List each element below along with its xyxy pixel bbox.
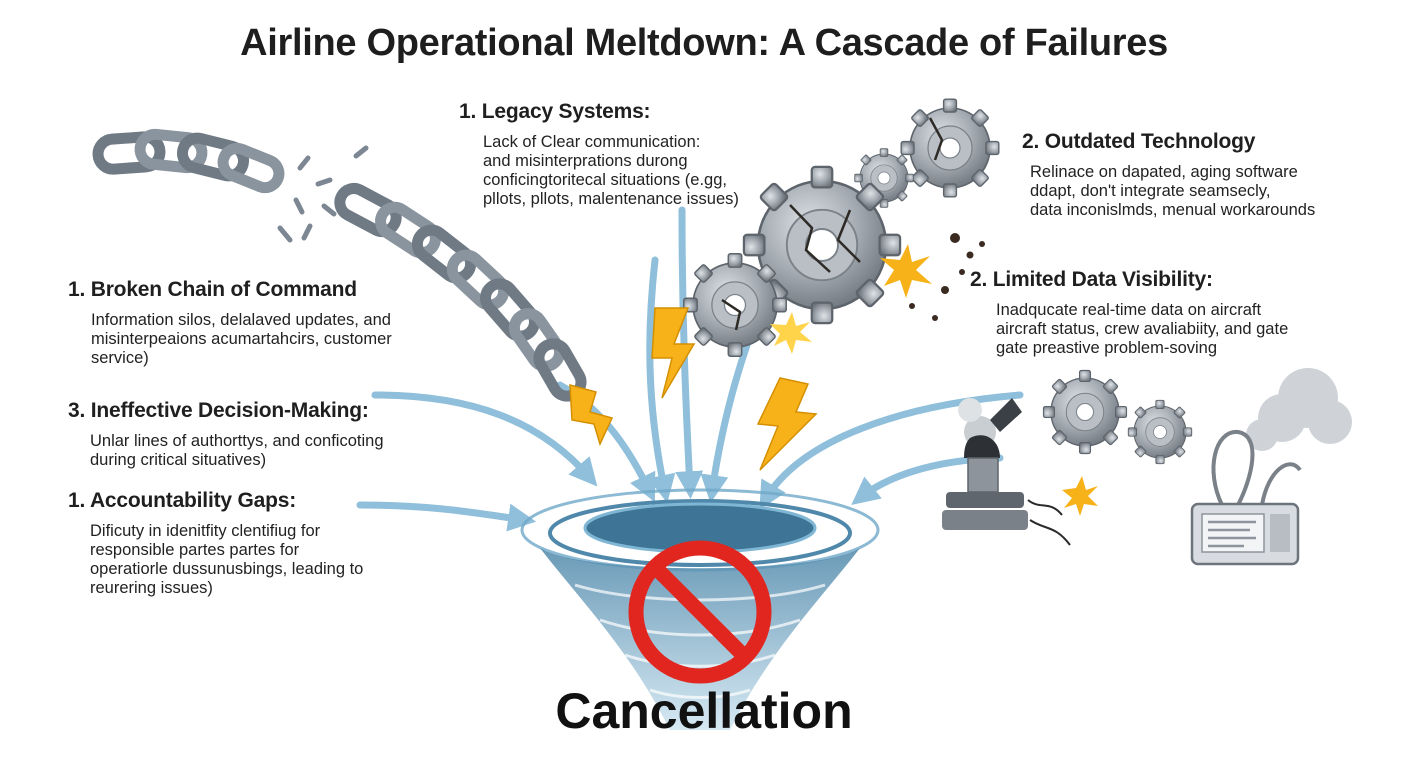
arrow-from-decision (371, 391, 598, 487)
body-line: aircraft status, crew avaliabiity, and g… (996, 320, 1289, 338)
data-visibility-heading: 2. Limited Data Visibility: (970, 268, 1213, 291)
body-line: ddapt, don't integrate seamsecly, (1030, 182, 1271, 200)
accountability-block: 1. Accountability Gaps: Dificuty in iden… (68, 489, 363, 598)
body-line: data inconislmds, menual workarounds (1030, 201, 1316, 219)
decision-making-body: Unlar lines of authorttys, and conficoti… (68, 432, 384, 470)
prohibited-icon (628, 540, 772, 684)
arrow-mid-1 (646, 256, 676, 503)
outdated-technology-block: 2. Outdated Technology Relinace on dapat… (1022, 130, 1315, 220)
broken-chain-block: 1. Broken Chain of Command Information s… (68, 278, 392, 368)
broken-chain-heading: 1. Broken Chain of Command (68, 278, 357, 301)
cracked-gears-icon (682, 98, 1000, 358)
body-line: Dificuty in idenitfity clentifiug for (90, 522, 321, 540)
legacy-systems-body: Lack of Clear communication: and misinte… (459, 133, 739, 209)
body-line: misinterpeaions acumartahcirs, customer (91, 330, 392, 348)
body-line: pllots, pllots, malentenance issues) (483, 190, 739, 208)
body-line: service) (91, 349, 149, 367)
body-line: gate preastive problem-soving (996, 339, 1218, 357)
data-visibility-block: 2. Limited Data Visibility: Inadqucate r… (970, 268, 1288, 358)
data-visibility-body: Inadqucate real-time data on aircraft ai… (970, 301, 1288, 358)
body-line: Inadqucate real-time data on aircraft (996, 301, 1262, 319)
arrow-from-gears (700, 338, 752, 504)
result-label: Cancellation (555, 683, 853, 739)
sparks-burst (770, 233, 985, 354)
decision-making-block: 3. Ineffective Decision-Making: Unlar li… (68, 399, 384, 470)
terminal-icon (1190, 368, 1352, 566)
outdated-technology-heading: 2. Outdated Technology (1022, 130, 1256, 153)
body-line: Unlar lines of authorttys, and conficoti… (90, 432, 384, 450)
body-line: and misinterprations durong (483, 152, 688, 170)
body-line: Relinace on dapated, aging software (1030, 163, 1298, 181)
decision-making-heading: 3. Ineffective Decision-Making: (68, 399, 369, 422)
body-line: Lack of Clear communication: (483, 133, 701, 151)
accountability-heading: 1. Accountability Gaps: (68, 489, 296, 512)
body-line: Information silos, delalaved updates, an… (91, 311, 391, 329)
body-line: responsible partes partes for (90, 541, 300, 559)
body-line: reurering issues) (90, 579, 213, 597)
lightning-icon (569, 307, 818, 471)
smoking-machine-icon (942, 369, 1193, 546)
body-line: during critical situatives) (90, 451, 267, 469)
broken-chain-body: Information silos, delalaved updates, an… (68, 311, 392, 368)
legacy-systems-heading: 1. Legacy Systems: (459, 100, 651, 123)
body-line: operatiorle dussunusbings, leading to (90, 560, 364, 578)
body-line: conficingtoritecal situations (e.gg, (483, 171, 727, 189)
chain-break-shards (277, 145, 369, 243)
arrow-from-accountability (356, 501, 537, 532)
funnel-vortex-icon (520, 488, 880, 730)
outdated-technology-body: Relinace on dapated, aging software ddap… (1022, 163, 1315, 220)
accountability-body: Dificuty in idenitfity clentifiug for re… (68, 522, 363, 598)
page-title: Airline Operational Meltdown: A Cascade … (240, 22, 1168, 64)
legacy-systems-block: 1. Legacy Systems: Lack of Clear communi… (459, 100, 739, 209)
